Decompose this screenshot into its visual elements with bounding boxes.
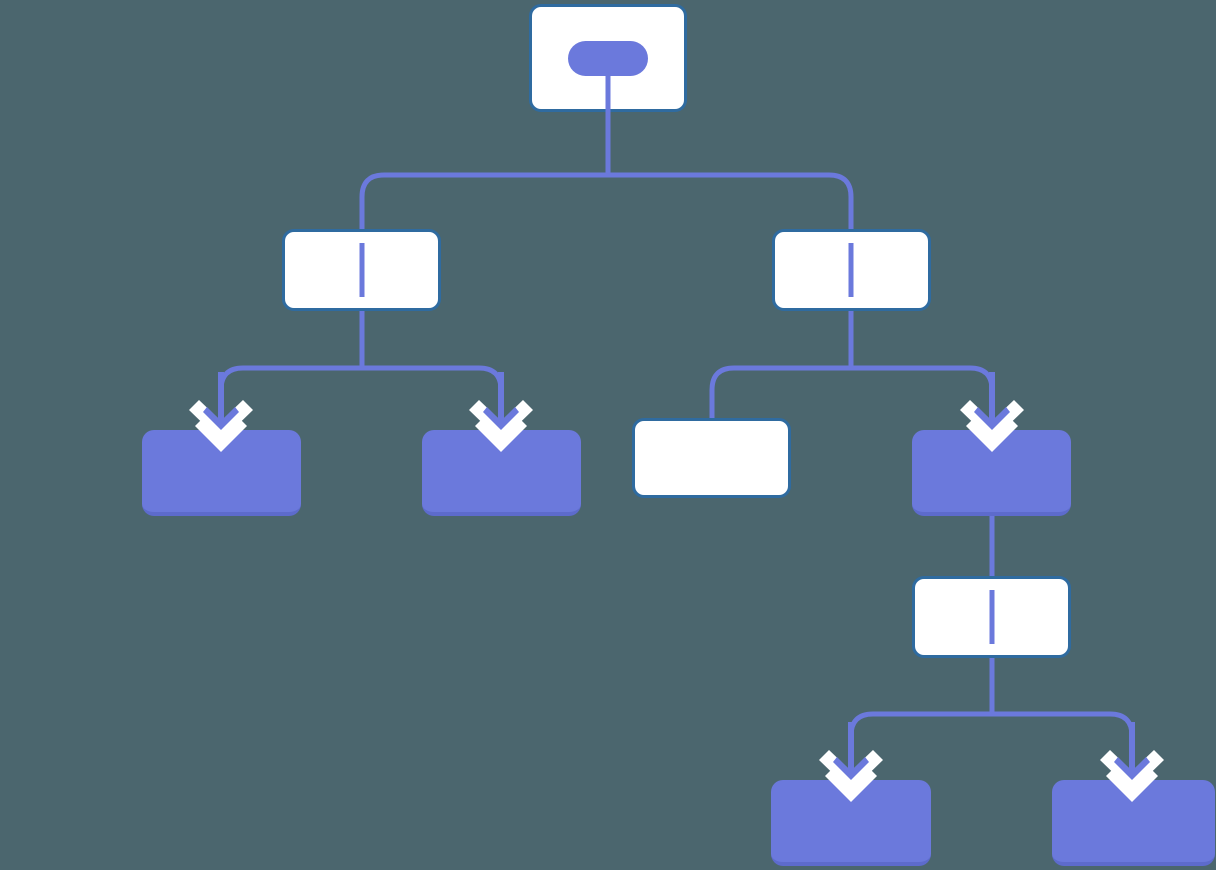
node-level4-right[interactable] [1052,780,1215,866]
edge-root-to-l1-left [359,172,608,231]
node-level3[interactable] [912,576,1071,658]
edge-l1right-to-l2d [851,365,995,432]
node-level2-c[interactable] [632,418,791,498]
node-level1-right[interactable] [772,229,931,311]
edge-l3-to-l4left [848,711,992,782]
edge-l1left-to-l2a [218,365,362,432]
node-level2-a[interactable] [142,430,301,516]
node-level4-left[interactable] [771,780,931,866]
node-level2-b[interactable] [422,430,581,516]
node-level1-left[interactable] [282,229,441,311]
edge-root-to-l1-right [608,172,854,231]
edge-l3-to-l4right [992,711,1135,782]
node-level2-d[interactable] [912,430,1071,516]
edge-l1left-to-l2b [362,365,504,432]
edge-l1right-to-l2c [709,365,851,420]
pill-badge-icon [568,41,648,76]
